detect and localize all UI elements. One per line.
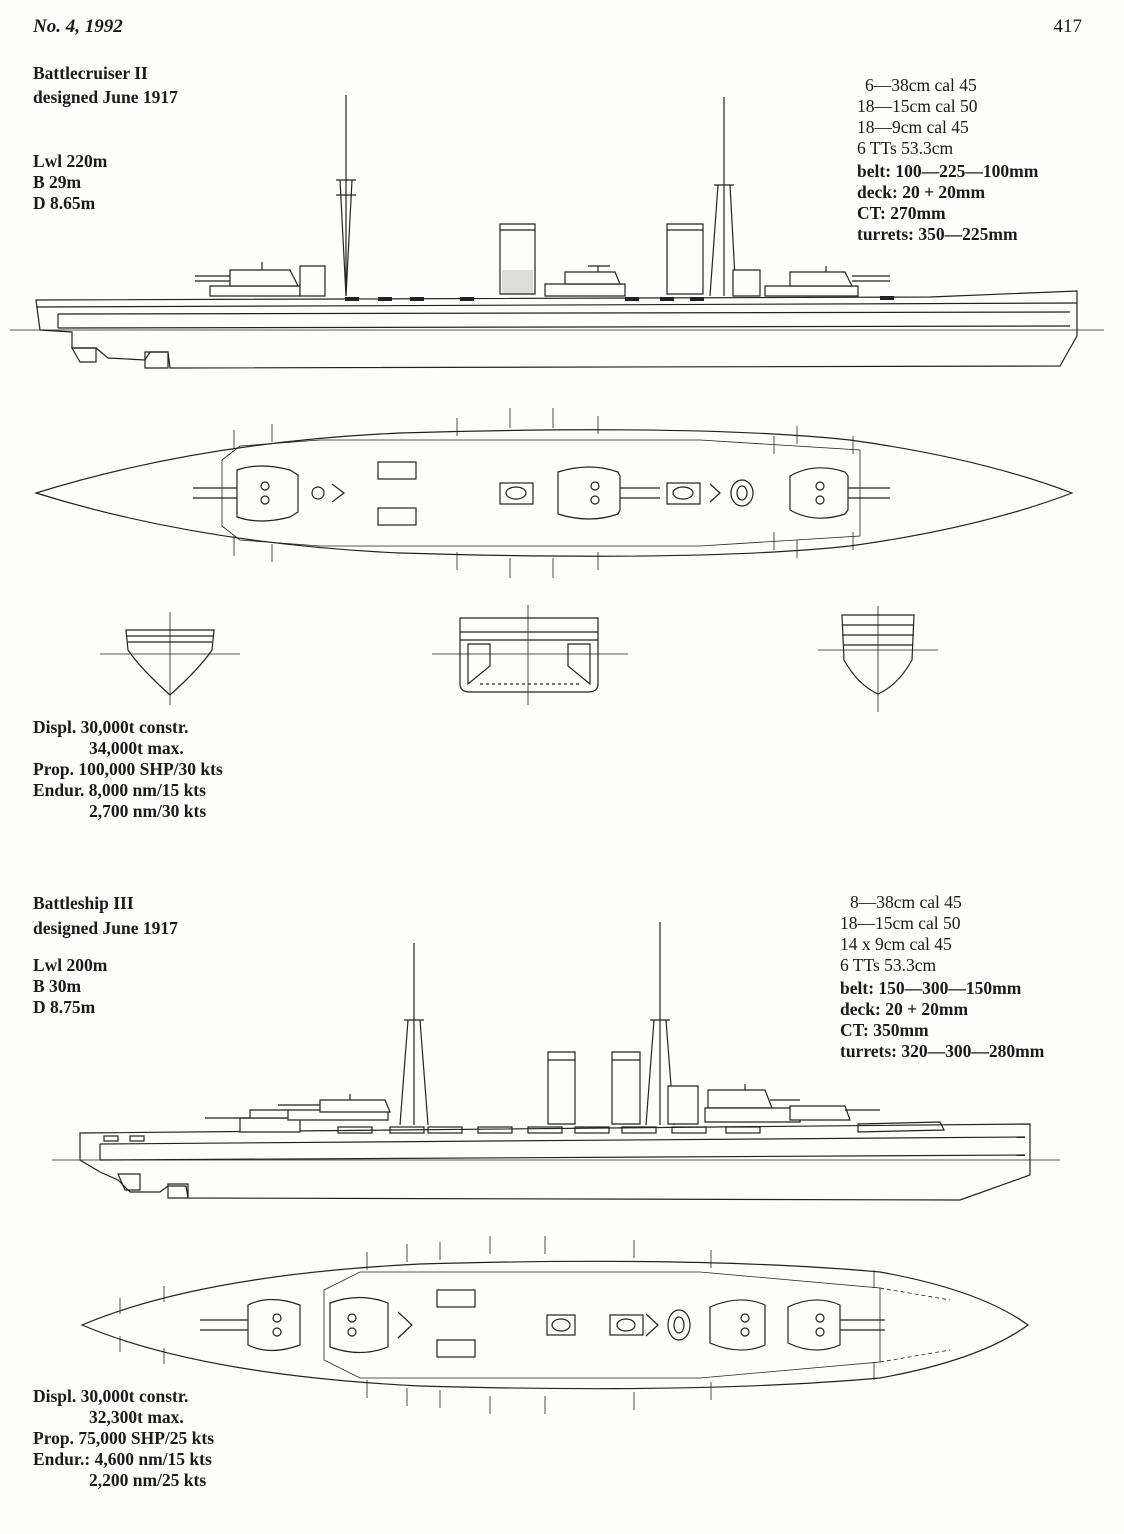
ship2-turrets: turrets: 320—300—280mm bbox=[840, 1041, 1045, 1061]
ship2-arm-torpedo: 6 TTs 53.3cm bbox=[840, 955, 937, 975]
ship1-title: Battlecruiser II bbox=[33, 63, 148, 83]
ship1-arm-main: 6—38cm cal 45 bbox=[865, 75, 977, 95]
ship2-displ-label: Displ. bbox=[33, 1386, 77, 1406]
ship1-cross-sections bbox=[100, 605, 938, 712]
ship1-designed: designed June 1917 bbox=[33, 87, 178, 107]
ship1-displ-constr: 30,000t constr. bbox=[80, 717, 189, 737]
ship2-data: Displ. 30,000t constr. 32,300t max. Prop… bbox=[33, 1386, 214, 1491]
ship2-arm-main: 8—38cm cal 45 bbox=[850, 892, 962, 912]
ship2-designed: designed June 1917 bbox=[33, 918, 178, 938]
ship1-draught: D 8.65m bbox=[33, 193, 96, 213]
journal-issue: No. 4, 1992 bbox=[33, 16, 123, 37]
ship2-deck-plan bbox=[80, 1236, 1030, 1414]
ship2-endur-label: Endur.: bbox=[33, 1449, 91, 1469]
ship2-arm-tertiary: 14 x 9cm cal 45 bbox=[840, 934, 952, 954]
ship2-deck: deck: 20 + 20mm bbox=[840, 999, 969, 1019]
ship1-armour: belt: 100—225—100mm deck: 20 + 20mm CT: … bbox=[857, 161, 1038, 245]
ship1-beam: B 29m bbox=[33, 172, 82, 192]
ship1-endur-1: 8,000 nm/15 kts bbox=[88, 780, 206, 800]
ship2-belt: belt: 150—300—150mm bbox=[840, 978, 1022, 998]
ship2-armament: 8—38cm cal 45 18—15cm cal 50 14 x 9cm ca… bbox=[840, 892, 962, 976]
ship1-armament: 6—38cm cal 45 18—15cm cal 50 18—9cm cal … bbox=[857, 75, 978, 159]
ship1-arm-torpedo: 6 TTs 53.3cm bbox=[857, 138, 954, 158]
ship2-beam: B 30m bbox=[33, 976, 82, 996]
page-number: 417 bbox=[1053, 16, 1083, 37]
ship1-deck: deck: 20 + 20mm bbox=[857, 182, 986, 202]
ship1-lwl: Lwl 220m bbox=[33, 151, 108, 171]
ship2-displ-constr: 30,000t constr. bbox=[80, 1386, 189, 1406]
ship2-title: Battleship III bbox=[33, 893, 134, 913]
ship1-deck-outline bbox=[33, 429, 1074, 557]
ship2-endur-1: 4,600 nm/15 kts bbox=[94, 1449, 212, 1469]
ship1-turrets: turrets: 350—225mm bbox=[857, 224, 1018, 244]
ship1-dimensions: Lwl 220m B 29m D 8.65m bbox=[33, 151, 107, 214]
ship2-displ-max: 32,300t max. bbox=[89, 1407, 184, 1427]
ship1-displ-label: Displ. bbox=[33, 717, 77, 737]
ship2-deck-outline bbox=[80, 1260, 1030, 1390]
ship1-ct: CT: 270mm bbox=[857, 203, 946, 223]
ship1-endur-2: 2,700 nm/30 kts bbox=[89, 801, 207, 821]
ship2-arm-secondary: 18—15cm cal 50 bbox=[840, 913, 961, 933]
ship1-deck-plan bbox=[33, 408, 1074, 578]
ship2-lwl: Lwl 200m bbox=[33, 955, 108, 975]
ship2-endur-2: 2,200 nm/25 kts bbox=[89, 1470, 207, 1490]
ship1-title-block: Battlecruiser II designed June 1917 bbox=[33, 63, 178, 108]
ship1-endur-label: Endur. bbox=[33, 780, 85, 800]
ship1-hull bbox=[35, 290, 1078, 369]
ship1-data: Displ. 30,000t constr. 34,000t max. Prop… bbox=[33, 717, 223, 822]
ship2-hull bbox=[79, 1123, 1031, 1201]
ship1-prop: Prop. 100,000 SHP/30 kts bbox=[33, 759, 223, 779]
ship1-arm-tertiary: 18—9cm cal 45 bbox=[857, 117, 969, 137]
ship2-title-block: Battleship III designed June 1917 bbox=[33, 893, 178, 939]
ship1-belt: belt: 100—225—100mm bbox=[857, 161, 1039, 181]
ship1-displ-max: 34,000t max. bbox=[89, 738, 184, 758]
ship2-side-profile bbox=[52, 922, 1060, 1201]
ship2-ct: CT: 350mm bbox=[840, 1020, 929, 1040]
ship2-prop: Prop. 75,000 SHP/25 kts bbox=[33, 1428, 215, 1448]
ship2-dimensions: Lwl 200m B 30m D 8.75m bbox=[33, 955, 107, 1018]
ship2-armour: belt: 150—300—150mm deck: 20 + 20mm CT: … bbox=[840, 978, 1044, 1062]
ship2-draught: D 8.75m bbox=[33, 997, 96, 1017]
ship1-side-profile bbox=[10, 95, 1104, 369]
ship1-arm-secondary: 18—15cm cal 50 bbox=[857, 96, 978, 116]
